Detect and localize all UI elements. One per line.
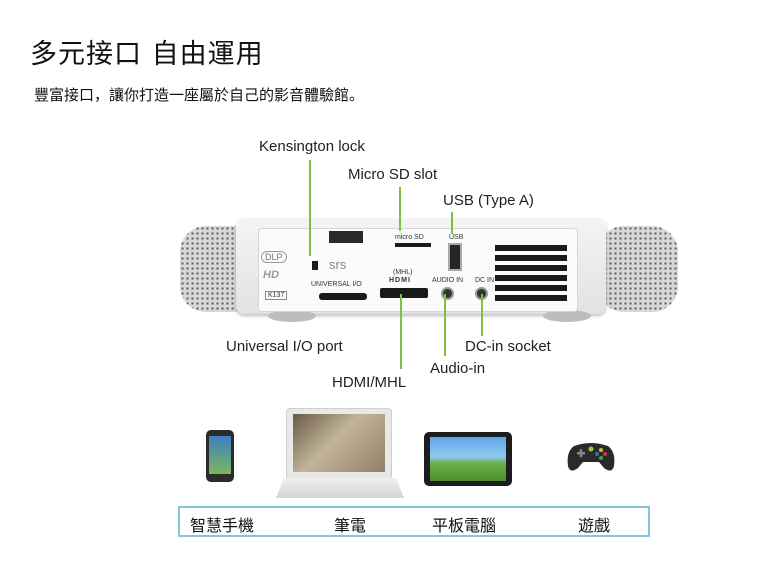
mhl-marking: (MHL) — [393, 269, 413, 276]
audio-in-jack — [441, 287, 454, 300]
label-kensington-lock: Kensington lock — [259, 138, 365, 155]
label-micro-sd-slot: Micro SD slot — [348, 166, 438, 183]
laptop-keyboard-base — [276, 478, 404, 498]
laptop-image — [286, 408, 392, 480]
hdmi-port — [380, 288, 428, 298]
projector-foot-left — [268, 310, 316, 322]
dlp-logo: DLP — [261, 251, 287, 263]
usb-marking: USB — [449, 234, 464, 241]
tablet-screen — [430, 437, 506, 481]
universal-io-marking: UNIVERSAL I/O — [311, 281, 362, 288]
projector-foot-right — [543, 310, 591, 322]
game-controller-icon — [567, 443, 615, 471]
leader-usb-type-a — [451, 212, 453, 234]
device-caption-box — [178, 506, 650, 537]
hd-logo: HD — [263, 269, 279, 281]
audio-in-marking: AUDIO IN — [432, 277, 464, 284]
kensington-lock-slot — [312, 261, 318, 270]
caption-game: 遊戲 — [578, 516, 611, 535]
tablet-image — [424, 432, 512, 486]
usb-port — [448, 243, 462, 271]
hdmi-marking: HDMI — [389, 277, 411, 284]
micro-sd-slot — [395, 243, 431, 247]
ir-sensor — [329, 231, 363, 243]
srs-logo: srs — [329, 257, 347, 272]
ventilation-grid — [495, 245, 567, 301]
smartphone-image — [206, 430, 234, 482]
smartphone-screen — [209, 436, 231, 474]
label-hdmi-mhl: HDMI/MHL — [332, 374, 407, 391]
speaker-grille-right — [598, 226, 678, 312]
page-title: 多元接口 自由運用 — [30, 39, 264, 70]
micro-sd-marking: micro SD — [395, 234, 424, 241]
caption-smartphone: 智慧手機 — [190, 516, 255, 535]
label-audio-in: Audio-in — [430, 360, 486, 377]
model-label: K137 — [265, 291, 288, 300]
leader-hdmi-mhl — [400, 294, 402, 369]
leader-dc-in — [481, 294, 483, 336]
leader-audio-in — [444, 294, 446, 356]
caption-tablet: 平板電腦 — [432, 516, 497, 535]
caption-laptop: 筆電 — [334, 516, 367, 535]
laptop-screen — [293, 414, 385, 472]
label-usb-type-a: USB (Type A) — [443, 192, 534, 209]
leader-kensington-lock — [309, 160, 311, 256]
label-dc-in-socket: DC-in socket — [465, 338, 551, 355]
projector-illustration: DLP HD K137 srs UNIVERSAL I/O micro SD U… — [158, 218, 678, 323]
projector-rear-panel: DLP HD K137 srs UNIVERSAL I/O micro SD U… — [258, 228, 578, 312]
universal-io-socket — [319, 293, 367, 300]
page-subtitle: 豐富接口，讓你打造一座屬於自己的影音體驗館。 — [34, 86, 365, 104]
label-universal-io-port: Universal I/O port — [226, 338, 343, 355]
leader-micro-sd-slot — [399, 187, 401, 231]
dc-in-marking: DC IN — [475, 277, 495, 284]
